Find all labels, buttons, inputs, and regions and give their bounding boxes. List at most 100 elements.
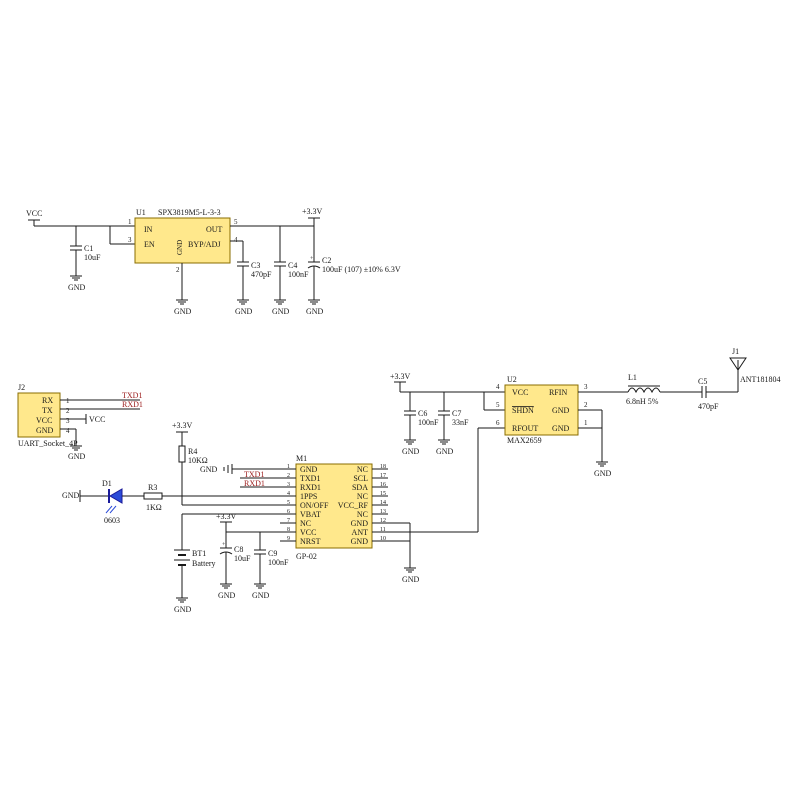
j2-num-2: 2 — [66, 407, 70, 415]
u2-body — [504, 384, 579, 436]
u1-num-gnd: 2 — [176, 266, 180, 274]
u1-pin-in: IN — [144, 225, 153, 234]
capacitor-c1: C1 10uF GND — [68, 244, 101, 292]
m1-right-pin-number: 17 — [380, 473, 386, 479]
m1-left-pin-label: GND — [300, 465, 318, 474]
resistor-r4: R4 10KΩ — [178, 445, 208, 465]
u1-pin-gnd: GND — [176, 240, 184, 255]
m1-right-pin-label: VCC_RF — [338, 501, 369, 510]
m1-right-pin-label: GND — [351, 537, 369, 546]
v33-label: +3.3V — [216, 512, 237, 521]
m1-left-pin-number: 9 — [287, 536, 290, 542]
m1-left-pin-number: 6 — [287, 509, 290, 515]
j1-value: ANT181804 — [740, 375, 780, 384]
u2-pin-rfin: RFIN — [549, 388, 567, 397]
j2-body — [17, 392, 61, 438]
m1-left-pin-label: NC — [300, 519, 311, 528]
c6-ref: C6 — [418, 409, 427, 418]
u1-pin-byp: BYP/ADJ — [188, 240, 220, 249]
gnd-label: GND — [68, 283, 86, 292]
capacitor-c3: C3 470pF GND — [235, 261, 272, 316]
r3-ref: R3 — [148, 483, 157, 492]
m1-left-pin-label: ON/OFF — [300, 501, 329, 510]
c8-ref: C8 — [234, 545, 243, 554]
u2-num-6: 6 — [496, 419, 500, 427]
c1-value: 10uF — [84, 253, 101, 262]
c3-value: 470pF — [251, 270, 272, 279]
c2-ref: C2 — [322, 256, 331, 265]
m1-right-pin-number: 10 — [380, 536, 386, 542]
m1-body — [295, 463, 373, 549]
u2-pin-rfout: RFOUT — [512, 424, 538, 433]
c2-value: 100uF (107) ±10% 6.3V — [322, 265, 401, 274]
u2-pin-shdn: SHDN — [512, 406, 534, 415]
m1-right-pin-number: 15 — [380, 491, 386, 497]
j2-num-4: 4 — [66, 427, 70, 435]
m1-left-pin-label: RXD1 — [300, 483, 321, 492]
m1-right-pin-label: SDA — [352, 483, 368, 492]
inductor-l1: L1 6.8nH 5% — [626, 373, 661, 406]
u1-ref: U1 — [136, 208, 146, 217]
j2-pin-rx: RX — [42, 396, 53, 405]
m1-right-pin-label: NC — [357, 510, 368, 519]
u2-pin-gnd-1: GND — [552, 424, 570, 433]
gnd-label: GND — [306, 307, 324, 316]
capacitor-c4: C4 100nF GND — [272, 261, 309, 316]
u1-part: SPX3819M5-L-3-3 — [158, 208, 221, 217]
j2-net-txd1: TXD1 — [122, 391, 142, 400]
bt1-ref: BT1 — [192, 549, 206, 558]
battery-bt1: BT1 Battery — [174, 549, 216, 568]
gnd-label: GND — [594, 469, 612, 478]
j2-num-3: 3 — [66, 417, 70, 425]
gnd-label: GND — [436, 447, 454, 456]
u2-num-1: 1 — [584, 419, 588, 427]
gnd-label: GND — [174, 605, 192, 614]
u2-num-4: 4 — [496, 383, 500, 391]
gps-support-section: +3.3V R4 10KΩ GND D1 0603 R3 1KΩ — [62, 421, 289, 614]
svg-text:+: + — [222, 542, 226, 548]
m1-net-rxd1: RXD1 — [244, 479, 265, 488]
u2-ref: U2 — [507, 375, 517, 384]
m1-right-pin-label: ANT — [352, 528, 369, 537]
gnd-label: GND — [174, 307, 192, 316]
c4-value: 100nF — [288, 270, 309, 279]
m1-left-pin-label: VBAT — [300, 510, 321, 519]
m1-right-pin-number: 12 — [380, 518, 386, 524]
m1-left-pin-label: 1PPS — [300, 492, 317, 501]
u2-pin-gnd-2: GND — [552, 406, 570, 415]
capacitor-c9: C9 100nF GND — [252, 549, 289, 600]
vcc-label: VCC — [26, 209, 42, 218]
c4-ref: C4 — [288, 261, 297, 270]
bt1-value: Battery — [192, 559, 216, 568]
m1-left-pin-label: TXD1 — [300, 474, 320, 483]
m1-left-pin-number: 5 — [287, 500, 290, 506]
l1-value: 6.8nH 5% — [626, 397, 659, 406]
c9-value: 100nF — [268, 558, 289, 567]
gnd-label: GND — [68, 452, 86, 461]
v33-label: +3.3V — [390, 372, 411, 381]
u2-pin-vcc: VCC — [512, 388, 528, 397]
regulator-section: VCC C1 10uF GND U1 SPX3819M5-L-3-3 IN EN… — [26, 207, 401, 316]
c6-value: 100nF — [418, 418, 439, 427]
capacitor-c7: C7 33nF GND — [436, 409, 469, 456]
c7-ref: C7 — [452, 409, 461, 418]
c1-ref: C1 — [84, 244, 93, 253]
u2-num-3: 3 — [584, 383, 588, 391]
svg-text:+: + — [310, 256, 314, 262]
j2-net-vcc: VCC — [89, 415, 105, 424]
gnd-label: GND — [402, 447, 420, 456]
m1-left-pin-number: 3 — [287, 482, 290, 488]
v33-label: +3.3V — [172, 421, 193, 430]
r4-ref: R4 — [188, 447, 197, 456]
m1-left-pin-number: 4 — [287, 491, 290, 497]
m1-right-pin-label: NC — [357, 492, 368, 501]
led-d1: D1 0603 — [102, 479, 123, 525]
j2-pin-gnd: GND — [36, 426, 54, 435]
j2-ref: J2 — [18, 383, 25, 392]
m1-ref: M1 — [296, 454, 307, 463]
m1-left-pin-number: 1 — [287, 464, 290, 470]
m1-right-pin-number: 13 — [380, 509, 386, 515]
u1-num-out: 5 — [234, 218, 238, 226]
r3-value: 1KΩ — [146, 503, 162, 512]
